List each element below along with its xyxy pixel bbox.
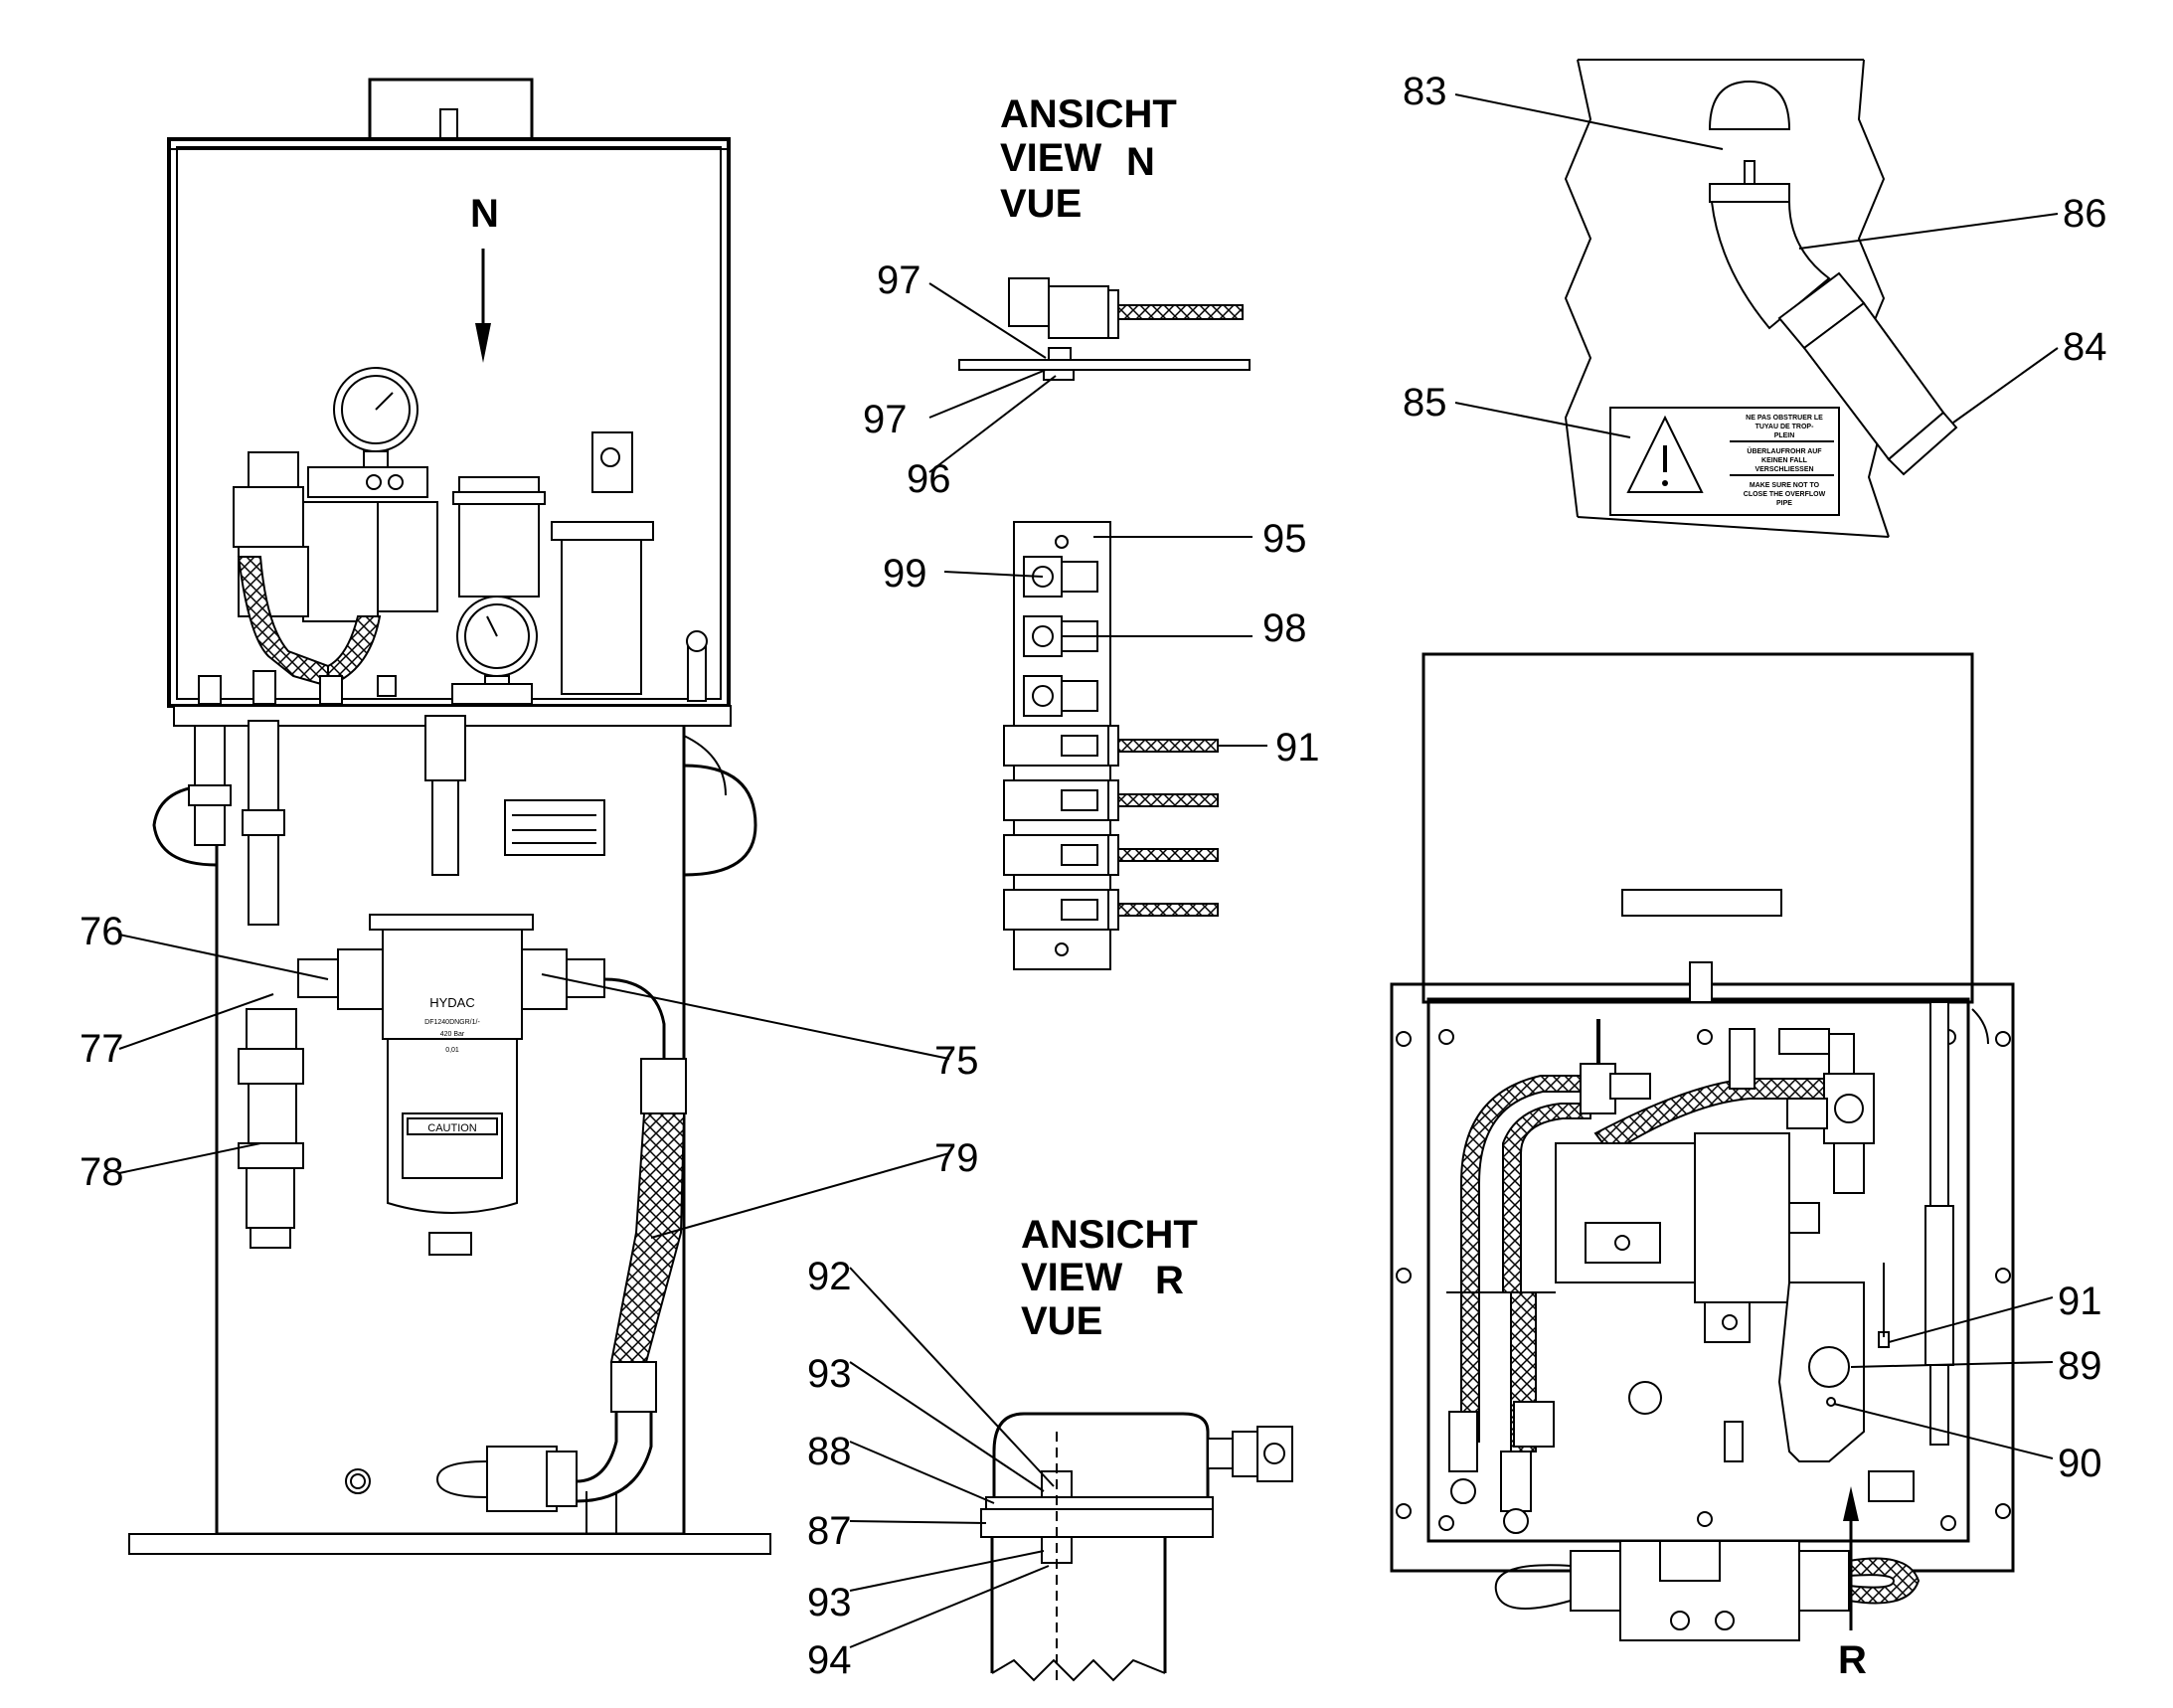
callout-83: 83 [1403, 70, 1447, 113]
callout-numbers: 83 86 84 85 97 97 96 95 99 98 91 76 77 7… [80, 70, 2107, 1682]
callout-97-bottom: 97 [863, 398, 908, 441]
filter-size: 0,01 [445, 1047, 459, 1054]
filter-brand: HYDAC [429, 995, 475, 1010]
svg-text:VERSCHLIESSEN: VERSCHLIESSEN [1755, 466, 1813, 473]
svg-text:NE PAS OBSTRUER LE: NE PAS OBSTRUER LE [1746, 415, 1823, 422]
filter-pressure: 420 Bar [440, 1031, 465, 1038]
filter-caution: CAUTION [427, 1122, 477, 1134]
callout-86: 86 [2063, 192, 2107, 236]
callout-79: 79 [934, 1136, 979, 1180]
callout-95: 95 [1262, 517, 1307, 561]
main-unit-front-view [128, 78, 771, 1555]
callout-88: 88 [807, 1430, 852, 1473]
callout-91-view-n: 91 [1275, 726, 1320, 769]
callout-84: 84 [2063, 325, 2107, 369]
view-n-heading: ANSICHT VIEW N VUE [1000, 92, 1177, 226]
svg-text:VIEW: VIEW [1000, 136, 1101, 180]
callout-76: 76 [80, 910, 124, 953]
callout-93-top: 93 [807, 1352, 852, 1396]
callout-89: 89 [2058, 1344, 2102, 1388]
svg-text:ANSICHT: ANSICHT [1000, 92, 1177, 136]
callout-99: 99 [883, 552, 927, 596]
callout-96: 96 [907, 457, 951, 501]
view-n-detail [958, 277, 1251, 970]
svg-text:MAKE SURE NOT TO: MAKE SURE NOT TO [1750, 482, 1820, 489]
svg-text:ANSICHT: ANSICHT [1021, 1213, 1198, 1257]
warning-label-text: NE PAS OBSTRUER LE TUYAU DE TROP- PLEIN … [1744, 415, 1826, 507]
svg-text:VIEW: VIEW [1021, 1256, 1122, 1299]
callout-77: 77 [80, 1027, 124, 1071]
svg-text:VUE: VUE [1021, 1299, 1102, 1343]
callout-97-top: 97 [877, 258, 921, 302]
svg-text:PIPE: PIPE [1776, 500, 1792, 507]
view-r-heading: ANSICHT VIEW R VUE [1021, 1213, 1198, 1343]
arrow-label-n: N [470, 192, 499, 236]
callout-92: 92 [807, 1255, 852, 1298]
leader-lines [118, 93, 2059, 1648]
callout-85: 85 [1403, 381, 1447, 425]
callout-90: 90 [2058, 1442, 2102, 1485]
overflow-pipe-detail [1564, 59, 1958, 538]
svg-text:TUYAU DE TROP-: TUYAU DE TROP- [1755, 424, 1815, 430]
filter-model: DF1240DNGR/1/- [424, 1019, 480, 1026]
caution-plate [407, 1117, 498, 1135]
svg-text:VUE: VUE [1000, 182, 1082, 226]
callout-94: 94 [807, 1638, 852, 1682]
svg-text:PLEIN: PLEIN [1774, 432, 1795, 439]
svg-text:R: R [1155, 1259, 1184, 1302]
callout-98: 98 [1262, 606, 1307, 650]
callout-91-top-view: 91 [2058, 1280, 2102, 1323]
svg-text:ÜBERLAUFROHR AUF: ÜBERLAUFROHR AUF [1747, 446, 1822, 455]
callout-78: 78 [80, 1150, 124, 1194]
svg-text:CLOSE THE OVERFLOW: CLOSE THE OVERFLOW [1744, 491, 1826, 498]
callout-75: 75 [934, 1039, 979, 1083]
callout-87: 87 [807, 1509, 852, 1553]
svg-text:N: N [1126, 140, 1155, 184]
arrow-label-r: R [1838, 1638, 1867, 1682]
main-unit-top-view [1390, 652, 2015, 1641]
callout-93-bottom: 93 [807, 1581, 852, 1624]
view-r-detail [980, 1412, 1293, 1682]
svg-text:KEINEN FALL: KEINEN FALL [1761, 457, 1808, 464]
